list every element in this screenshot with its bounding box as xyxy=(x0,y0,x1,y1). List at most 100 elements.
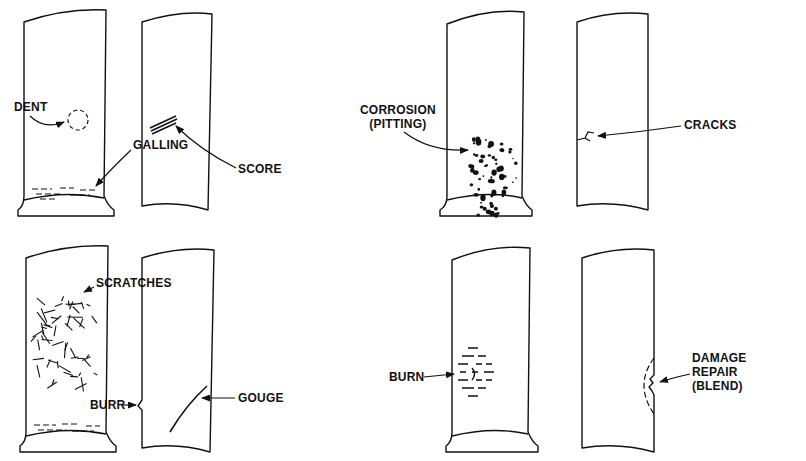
scratch xyxy=(57,361,59,368)
scratch xyxy=(75,384,87,390)
damage-label: GALLING xyxy=(133,138,188,152)
pit xyxy=(485,139,487,141)
scratch xyxy=(42,340,53,341)
scratch xyxy=(59,366,71,373)
scratch xyxy=(44,310,55,313)
scratch xyxy=(41,309,47,323)
scratch xyxy=(42,332,50,344)
pit xyxy=(488,154,491,156)
pit xyxy=(478,178,481,180)
scratch xyxy=(62,296,64,301)
scratch xyxy=(70,348,75,358)
blade-outline xyxy=(440,11,532,216)
scratch xyxy=(33,358,44,359)
scratch xyxy=(73,307,80,314)
scratch xyxy=(47,360,51,368)
scratch xyxy=(64,343,65,358)
pit xyxy=(479,159,484,163)
scratch xyxy=(47,382,57,388)
pit xyxy=(473,153,475,155)
pit xyxy=(497,212,500,215)
blade-outline xyxy=(577,13,648,210)
pit xyxy=(509,148,513,151)
damage-label: SCRATCHES xyxy=(96,276,172,290)
pit xyxy=(500,148,504,152)
pit xyxy=(488,141,494,147)
pit xyxy=(476,137,480,140)
scratch xyxy=(65,323,72,330)
pit xyxy=(512,182,514,184)
pit xyxy=(483,207,487,211)
scratch xyxy=(37,312,47,325)
scratch xyxy=(92,316,97,323)
leader-line xyxy=(660,374,690,382)
galling-mark xyxy=(32,188,98,199)
scratch xyxy=(37,298,45,305)
leader-line xyxy=(30,116,64,125)
scratch-marks xyxy=(31,296,97,391)
scratch xyxy=(68,301,70,307)
pit xyxy=(495,163,497,166)
leader-line xyxy=(424,374,454,377)
pit xyxy=(494,207,498,211)
pit xyxy=(514,162,518,166)
leader-line xyxy=(96,150,131,186)
damage-label: CRACKS xyxy=(684,118,737,132)
scratch xyxy=(87,304,91,306)
blend-outline xyxy=(644,358,654,414)
scratch xyxy=(79,373,81,377)
pit xyxy=(473,193,478,197)
pit xyxy=(504,175,507,178)
damage-label: GOUGE xyxy=(238,391,284,405)
blade-outline xyxy=(446,247,538,452)
leader-line xyxy=(404,132,468,150)
pit xyxy=(480,194,485,201)
scratch xyxy=(41,327,47,329)
damage-label: BURR xyxy=(90,398,125,412)
pit xyxy=(500,142,504,145)
damage-label: CORROSION (PITTING) xyxy=(360,103,436,131)
scratch xyxy=(52,316,62,324)
scratch xyxy=(94,373,98,375)
scratch xyxy=(55,304,63,307)
scratch xyxy=(52,380,54,386)
pit xyxy=(499,166,504,172)
pit xyxy=(480,155,485,159)
scratch xyxy=(70,376,78,378)
pit xyxy=(476,213,480,216)
scratch xyxy=(31,336,36,342)
scratch xyxy=(45,325,53,328)
blade-fillet xyxy=(452,430,528,436)
scratch xyxy=(87,355,90,358)
blade-fillet xyxy=(24,194,104,200)
leader-line xyxy=(84,287,94,292)
scratch xyxy=(81,377,83,391)
pit xyxy=(486,209,491,214)
burn-mark xyxy=(458,348,494,396)
pit xyxy=(494,159,497,162)
pit xyxy=(475,154,479,157)
gouge-mark xyxy=(170,386,207,432)
blade-outline xyxy=(142,13,212,210)
pit xyxy=(515,177,517,179)
scratch xyxy=(38,340,40,351)
pit xyxy=(491,190,496,196)
pit xyxy=(483,175,485,177)
leader-line xyxy=(598,126,681,136)
scratch xyxy=(64,372,73,375)
pit xyxy=(471,164,475,169)
pit xyxy=(502,190,507,196)
blade-outline xyxy=(582,249,654,452)
scratch xyxy=(70,302,73,310)
pit xyxy=(508,150,511,153)
scratch xyxy=(67,316,83,317)
pit xyxy=(499,148,504,152)
damage-label: DAMAGE REPAIR (BLEND) xyxy=(692,351,747,393)
damage-label: SCORE xyxy=(238,162,282,176)
scratch xyxy=(77,358,84,359)
scratch xyxy=(71,357,79,358)
pit xyxy=(489,179,495,183)
pit xyxy=(499,174,505,180)
